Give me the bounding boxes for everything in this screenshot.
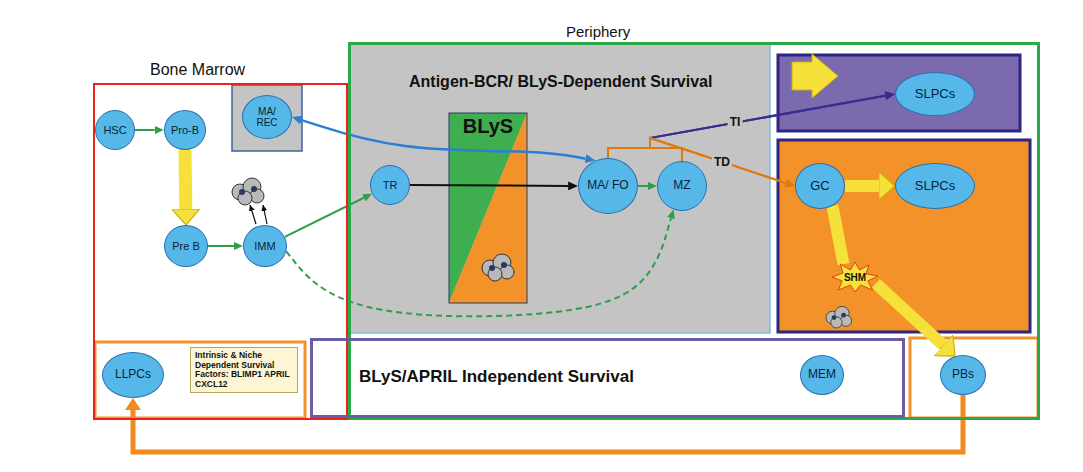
factor-note: Intrinsic & Niche Dependent Survival Fac… xyxy=(195,351,293,389)
death-arrow xyxy=(263,205,267,224)
cell-label: GC xyxy=(810,179,830,193)
cell-label: PBs xyxy=(952,368,974,381)
region-title: Bone Marrow xyxy=(150,61,245,79)
connector xyxy=(833,206,844,264)
periphery-region: TR BLyS MA/ FO MZ Antigen-BCR/ BLyS-Dependen… xyxy=(348,42,1040,420)
cell-circle: MZ xyxy=(657,161,707,211)
cell-circle: IMM xyxy=(243,225,287,267)
connector xyxy=(638,185,648,187)
connector xyxy=(133,395,963,452)
cell-label: MA/ REC xyxy=(250,106,284,128)
edge-label: TI xyxy=(728,115,743,129)
cell-label: LLPCs xyxy=(115,368,151,381)
long-lived-plasma-box xyxy=(95,342,305,418)
blys-gradient-orange xyxy=(449,113,527,303)
blys-gradient-green xyxy=(449,113,527,303)
survival-factor-box: Intrinsic & Niche Dependent Survival Fac… xyxy=(190,347,298,393)
cell-label: Pre B xyxy=(172,240,200,252)
apoptotic-cell xyxy=(482,254,514,281)
edge-label: TD xyxy=(712,155,732,169)
connector xyxy=(285,198,364,237)
apoptotic-cell xyxy=(239,189,245,195)
independent-survival-box: MEM BLyS/APRIL Independent Survival xyxy=(310,338,905,418)
mutation-burst: SHM xyxy=(832,262,878,292)
apoptotic-cell xyxy=(826,306,852,328)
death-arrow xyxy=(250,205,256,224)
cell-circle: Pre B xyxy=(164,225,208,267)
connector xyxy=(650,96,885,161)
connector xyxy=(410,184,568,187)
grey-survival-zone xyxy=(351,45,770,333)
region-title: Periphery xyxy=(566,23,630,40)
cell-label: Pro-B xyxy=(171,124,199,136)
apoptotic-cell xyxy=(832,315,837,320)
connector-layer xyxy=(133,96,963,452)
cell-label: MZ xyxy=(673,179,690,192)
burst-label: SHM xyxy=(844,272,866,283)
ti-response-box xyxy=(778,55,1020,131)
cell-label: TR xyxy=(383,179,398,191)
apoptotic-cell xyxy=(501,262,507,268)
connector xyxy=(135,129,155,131)
burst-shape xyxy=(832,262,878,292)
cell-label: MEM xyxy=(808,368,836,381)
cell-label: IMM xyxy=(254,240,275,252)
cell-circle: MA/ REC xyxy=(242,95,292,139)
apoptotic-cell xyxy=(232,178,264,205)
connector xyxy=(302,120,586,159)
cell-label: HSC xyxy=(103,124,126,136)
cell-label: SLPCs xyxy=(915,87,955,101)
zone-title: Antigen-BCR/ BLyS-Dependent Survival xyxy=(409,73,712,91)
apoptotic-cell xyxy=(251,186,257,192)
blys-band-outline xyxy=(449,113,527,303)
connector xyxy=(286,218,671,316)
apoptotic-cell xyxy=(841,313,846,318)
recirculating-box xyxy=(232,85,302,151)
cell-circle: TR xyxy=(370,165,410,205)
cell-circle: GC xyxy=(795,163,845,209)
cell-circle: HSC xyxy=(95,110,135,150)
plasmablast-box xyxy=(910,338,1038,418)
band-label: BLyS xyxy=(449,115,527,138)
connector xyxy=(208,245,234,247)
cell-ellipse: SLPCs xyxy=(895,163,975,209)
connector xyxy=(876,283,944,345)
cell-ellipse: SLPCs xyxy=(895,72,975,116)
cell-circle: MA/ FO xyxy=(578,158,638,214)
cell-label: SLPCs xyxy=(915,179,955,193)
connector xyxy=(845,180,879,192)
cell-circle: MEM xyxy=(800,355,844,395)
yellow-block-arrow xyxy=(792,54,838,98)
zone-edge xyxy=(351,45,770,333)
connector xyxy=(179,150,193,209)
apoptotic-cell xyxy=(489,265,495,271)
cell-ellipse: LLPCs xyxy=(102,352,164,398)
cell-circle: Pro-B xyxy=(164,110,207,150)
dependent-survival-zone: TR BLyS MA/ FO MZ Antigen-BCR/ BLyS-Dependen… xyxy=(351,45,770,333)
zone-title: BLyS/APRIL Independent Survival xyxy=(359,367,634,387)
cell-circle: PBs xyxy=(940,355,986,395)
blys-band: BLyS xyxy=(449,113,527,303)
cell-label: MA/ FO xyxy=(587,179,628,192)
